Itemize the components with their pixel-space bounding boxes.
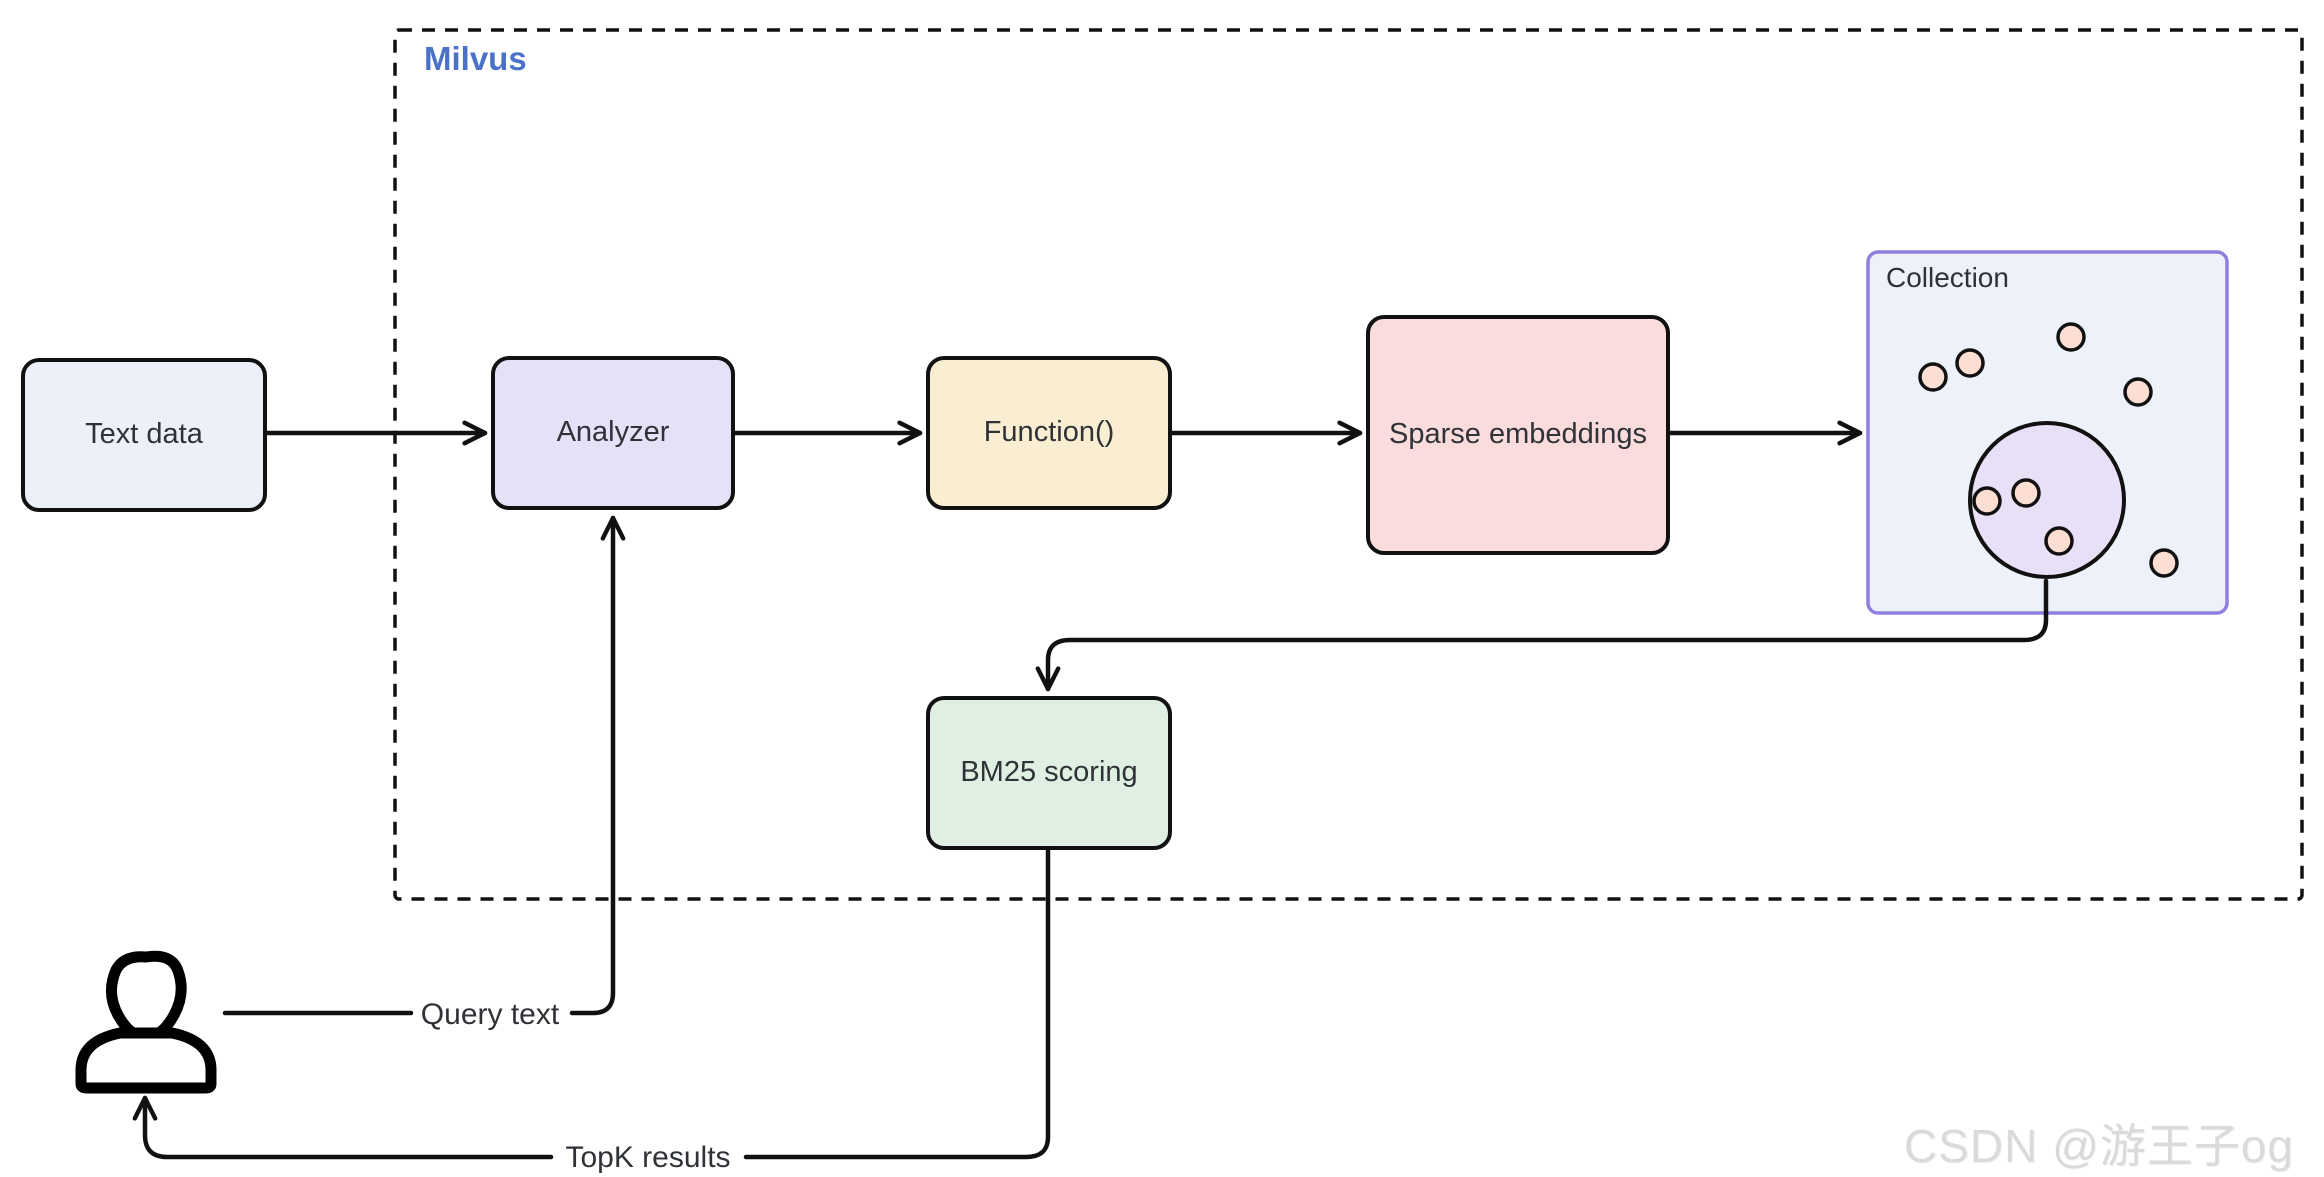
sparse-embeddings-box	[1366, 315, 1670, 555]
user-icon	[75, 950, 217, 1094]
vector-dots	[1918, 322, 2179, 578]
milvus-container-title: Milvus	[424, 40, 527, 77]
text-data-box	[21, 358, 267, 512]
vector-dot	[2044, 526, 2074, 556]
edge-label-topk-results: TopK results	[565, 1141, 731, 1174]
milvus-container-border	[393, 28, 2304, 901]
collection-label: Collection	[1886, 262, 2009, 293]
edge-bm25-to-topk	[743, 847, 1051, 1160]
edge-label-query-text: Query text	[420, 998, 560, 1031]
vector-dot	[2011, 478, 2041, 508]
function-box	[926, 356, 1172, 510]
arrow-collection-to-bm25	[1035, 578, 2049, 692]
vector-dot	[2149, 548, 2179, 578]
arrow-querytext-to-analyzer	[569, 515, 626, 1016]
vector-dot	[1955, 348, 1985, 378]
vector-dot	[2123, 377, 2153, 407]
bm25-scoring-box	[926, 696, 1172, 850]
analyzer-box	[491, 356, 735, 510]
collection-cluster-circle	[1968, 421, 2126, 579]
vector-dot	[2056, 322, 2086, 352]
watermark-text: CSDN @游王子og	[1904, 1120, 2294, 1172]
vector-dot	[1918, 362, 1948, 392]
vector-dot	[1972, 486, 2002, 516]
arrow-topk-to-user	[132, 1095, 554, 1160]
